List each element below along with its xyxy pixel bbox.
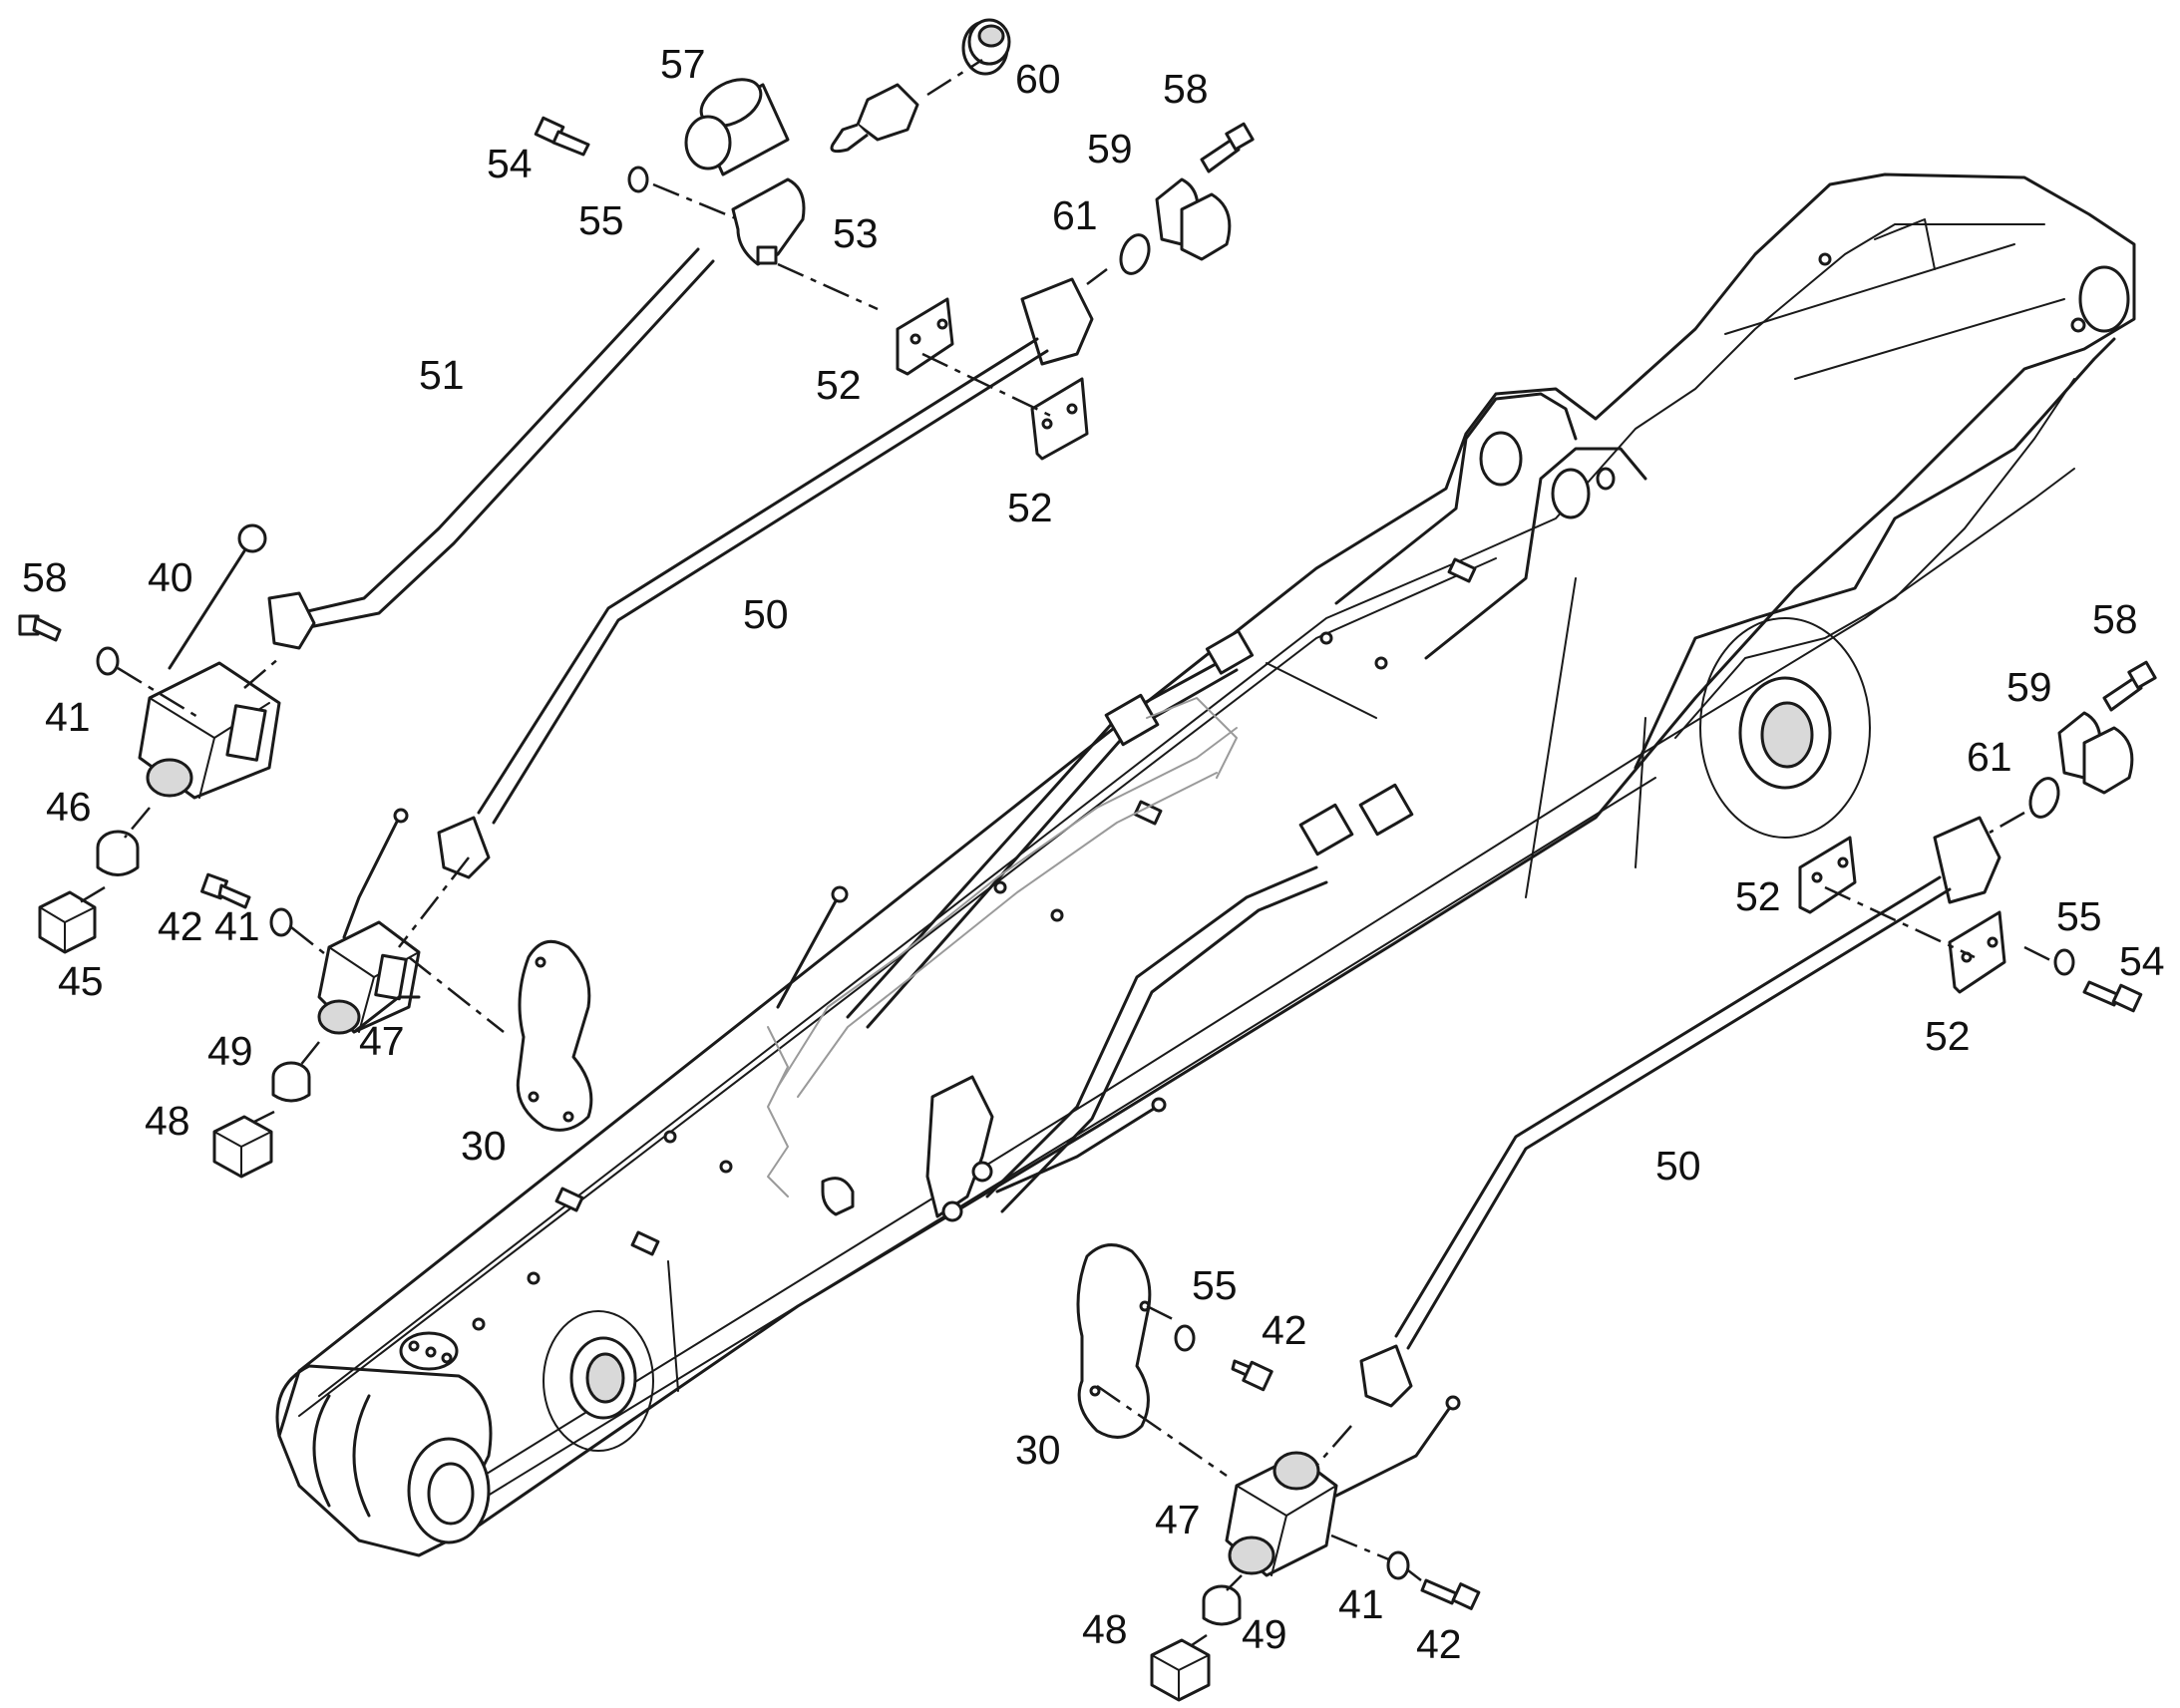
- part-52-plate-d: [1948, 910, 2006, 994]
- part-41-washer-right: [1386, 1550, 1410, 1580]
- part-58-screw-left: [18, 614, 62, 642]
- label-52: 52: [1925, 1013, 1971, 1059]
- label-54: 54: [487, 141, 533, 186]
- label-59: 59: [1087, 126, 1133, 171]
- label-48: 48: [145, 1098, 190, 1144]
- part-48-nut-right: [1150, 1638, 1211, 1702]
- left-valve-body: [138, 661, 281, 800]
- label-55: 55: [578, 197, 624, 243]
- label-47: 47: [1155, 1497, 1201, 1542]
- label-41: 41: [214, 903, 260, 949]
- part-46-bushing: [96, 830, 140, 876]
- part-42-bolt-right-lower: [1420, 1578, 1481, 1610]
- label-58: 58: [22, 554, 68, 600]
- label-30: 30: [461, 1123, 507, 1169]
- part-30-plate-left: [516, 939, 593, 1132]
- part-52-plate-c: [1798, 836, 1857, 914]
- part-54-bolt-right: [2082, 980, 2143, 1013]
- part-40-lever: [168, 523, 267, 670]
- part-61-ring-top: [1119, 233, 1151, 275]
- label-48: 48: [1082, 1606, 1128, 1652]
- part-54-bolt: [534, 116, 590, 157]
- label-54: 54: [2119, 938, 2165, 984]
- label-61: 61: [1052, 192, 1098, 238]
- part-55-washer-lower: [1174, 1324, 1196, 1352]
- label-55: 55: [1192, 1262, 1238, 1308]
- label-51: 51: [419, 352, 465, 398]
- label-52: 52: [1007, 485, 1053, 530]
- label-41: 41: [45, 694, 91, 740]
- part-55-washer: [627, 166, 649, 193]
- label-55: 55: [2056, 893, 2102, 939]
- part-30-plate-right: [1076, 1243, 1152, 1439]
- part-plug: [830, 83, 919, 154]
- label-40: 40: [148, 554, 193, 600]
- part-41-washer-left: [96, 646, 120, 676]
- label-52: 52: [1735, 873, 1781, 919]
- label-49: 49: [207, 1028, 253, 1074]
- part-47-valve-right: [1225, 1395, 1461, 1577]
- label-57: 57: [660, 41, 706, 87]
- label-47: 47: [359, 1018, 405, 1064]
- label-60: 60: [1015, 56, 1061, 102]
- part-50-pipe-right: [1359, 816, 2001, 1408]
- part-59-clamp-right: [2057, 711, 2134, 795]
- part-55-washer-right: [2053, 948, 2075, 976]
- part-60-fitting: [961, 18, 1011, 76]
- part-41-washer-left-2: [269, 907, 293, 937]
- label-61: 61: [1967, 734, 2012, 780]
- part-42-bolt-lower: [1231, 1359, 1273, 1392]
- part-48-nut: [212, 1115, 273, 1179]
- part-50-pipe-upper: [437, 277, 1094, 879]
- part-49-bushing: [271, 1061, 311, 1103]
- label-58: 58: [1163, 66, 1209, 112]
- label-52: 52: [816, 362, 862, 408]
- label-53: 53: [833, 210, 879, 256]
- label-41: 41: [1338, 1581, 1384, 1627]
- part-49-bushing-right: [1202, 1584, 1242, 1626]
- part-57-sleeve: [684, 78, 790, 176]
- boom-arm: [275, 172, 2136, 1557]
- part-58-screw-top: [1200, 122, 1255, 173]
- part-45-nut: [38, 890, 97, 954]
- part-51-pipe: [267, 247, 715, 650]
- part-52-plate-a: [896, 297, 954, 376]
- label-58: 58: [2092, 596, 2138, 642]
- part-59-clamp-top: [1155, 177, 1232, 261]
- part-61-ring-right: [2028, 777, 2060, 819]
- label-42: 42: [1262, 1307, 1307, 1353]
- part-47-valve-left: [317, 808, 421, 1035]
- label-50: 50: [743, 591, 789, 637]
- part-53-clamp: [731, 177, 879, 311]
- label-49: 49: [1242, 1611, 1287, 1657]
- part-42-bolt-left: [200, 872, 251, 909]
- boom-lower-line: [925, 783, 1414, 1222]
- label-30: 30: [1015, 1427, 1061, 1473]
- part-52-plate-b: [1030, 377, 1089, 461]
- boom-upper-line: [767, 629, 1255, 1197]
- label-42: 42: [1416, 1621, 1462, 1667]
- label-42: 42: [158, 903, 203, 949]
- callout-labels: 57 60 58 54 59 55 53 61 51 52 52 58 40 5…: [22, 41, 2165, 1667]
- part-58-screw-right: [2102, 660, 2157, 712]
- label-46: 46: [46, 784, 92, 830]
- label-59: 59: [2006, 664, 2052, 710]
- label-50: 50: [1655, 1143, 1701, 1189]
- label-45: 45: [58, 958, 104, 1004]
